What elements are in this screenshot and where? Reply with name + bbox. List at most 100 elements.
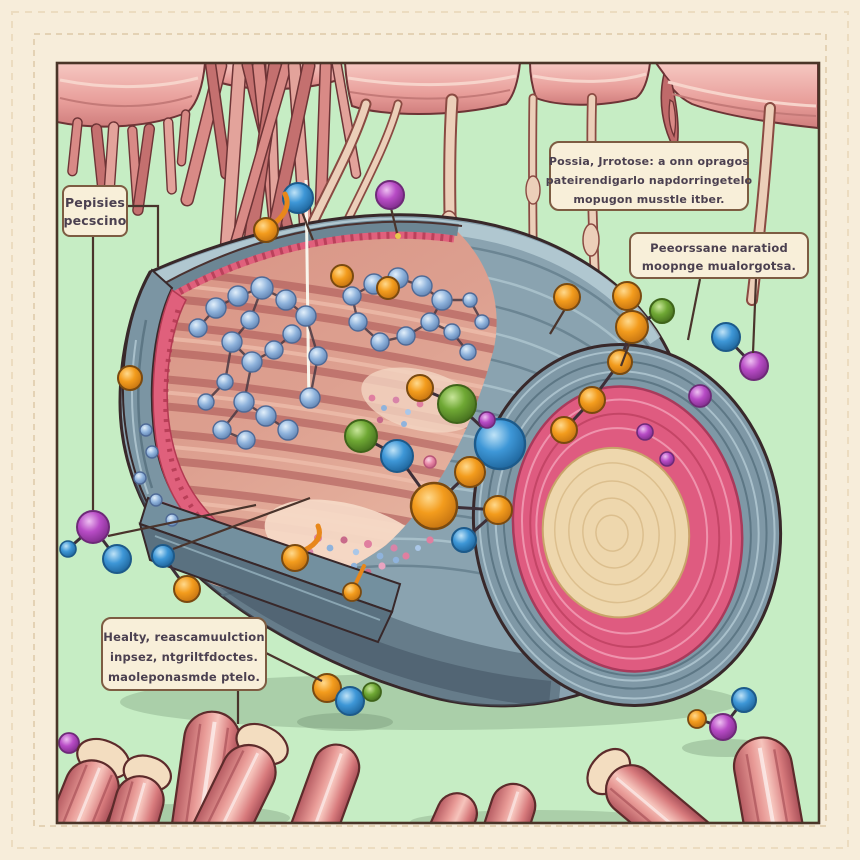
muscle-slab-top-mid [343, 63, 522, 115]
molecule-orange [330, 264, 354, 288]
molecule-orange [409, 481, 459, 531]
connector-line [686, 278, 702, 341]
bead [241, 351, 263, 373]
molecule-orange [550, 416, 578, 444]
bead [420, 312, 440, 332]
molecule-purple [739, 351, 769, 381]
molecule-blue [102, 544, 132, 574]
bead [282, 324, 302, 344]
drip [668, 98, 677, 138]
muscle-slab-top-right2 [654, 63, 819, 155]
molecule-purple [58, 732, 80, 754]
muscle-slab-top-right1 [528, 63, 652, 106]
callout-text: pateirendigarlo napdorringetelo [546, 174, 753, 187]
molecule-tail [354, 564, 366, 585]
molecule-orange [607, 349, 633, 375]
callout-text: Pepisies [65, 195, 125, 210]
bead [236, 430, 256, 450]
molecule-blue [282, 182, 314, 214]
molecule-orange [553, 283, 581, 311]
bead [396, 326, 416, 346]
pin-tip [395, 233, 401, 239]
molecule-green [362, 682, 382, 702]
bead [474, 314, 490, 330]
molecule-green [344, 419, 378, 453]
bead [411, 275, 433, 297]
molecule-orange [342, 582, 362, 602]
connector-line [751, 278, 758, 354]
molecule-tail [302, 523, 322, 553]
bead [233, 391, 255, 413]
molecules-outside [59, 180, 769, 603]
molecule-tail [273, 191, 290, 225]
molecule-blue [451, 527, 477, 553]
molecule-orange [281, 544, 309, 572]
molecule-purple [76, 510, 110, 544]
bead [227, 285, 249, 307]
molecule-orange [253, 217, 279, 243]
cylinder-cross-section-ring [471, 343, 783, 707]
molecule-orange [615, 310, 649, 344]
peptide-chain-left [133, 276, 328, 527]
bead [277, 419, 299, 441]
bead [275, 289, 297, 311]
bead [212, 420, 232, 440]
callout-bottom-left: Healty, reascamuulction inpsez, ntgriltf… [101, 617, 267, 691]
bead [431, 289, 453, 311]
molecule-blue [59, 540, 77, 558]
callout-text: Healty, reascamuulction [103, 630, 265, 644]
bead [308, 346, 328, 366]
molecule-purple [659, 451, 675, 467]
callout-text: Possia, Jrrotose: a onn opragos [549, 155, 749, 168]
callout-text: moopnge mualorgotsa. [642, 259, 796, 273]
molecule-orange [454, 456, 486, 488]
muscle-rod [472, 782, 537, 823]
bead [240, 310, 260, 330]
connector-line [172, 496, 311, 551]
connector-line [265, 652, 323, 682]
callout-peptides: Pepisies pecscino [62, 185, 128, 237]
callout-text: mopugon musstle itber. [573, 193, 724, 206]
muscle-rods-bottom [57, 710, 813, 823]
callout-text: pecscino [63, 213, 126, 228]
molecules-bottom [58, 673, 770, 757]
bead [205, 297, 227, 319]
frayed-strands [67, 109, 191, 216]
panel-content: o/2i [57, 63, 819, 823]
stitch-line-inner [33, 33, 827, 827]
bead [145, 445, 159, 459]
pin [549, 308, 632, 367]
molecule-blue [380, 439, 414, 473]
molecule-orange [173, 575, 201, 603]
bead [342, 286, 362, 306]
callout-text: inpsez, ntgriltfdoctes. [110, 650, 258, 664]
callout-top-right: Possia, Jrrotose: a onn opragos pateiren… [546, 141, 753, 211]
bead [299, 387, 321, 409]
molecule-orange [376, 276, 400, 300]
bead [459, 343, 477, 361]
bead [462, 292, 478, 308]
muscle-rod [283, 743, 361, 823]
bead [295, 305, 317, 327]
bead [264, 340, 284, 360]
panel-border [55, 61, 821, 825]
molecule-cluster-main [330, 264, 712, 553]
molecule-orange [406, 374, 434, 402]
molecule-orange [687, 709, 707, 729]
callout-mid-right: Peeorssane naratiod moopnge mualorgotsa. [629, 232, 809, 279]
molecule-blue [473, 417, 527, 471]
molecule-purple [478, 411, 496, 429]
bead [139, 423, 153, 437]
connector-line [107, 503, 257, 538]
molecule-orange [483, 495, 513, 525]
callout-connectors [91, 204, 758, 724]
pin [300, 211, 315, 241]
molecule-blue [731, 687, 757, 713]
muscle-rod [178, 722, 289, 823]
muscle-bundle-top-left [57, 63, 207, 216]
callout-text: maoleponasmde ptelo. [108, 670, 260, 684]
molecule-purple [709, 713, 737, 741]
bead [216, 373, 234, 391]
